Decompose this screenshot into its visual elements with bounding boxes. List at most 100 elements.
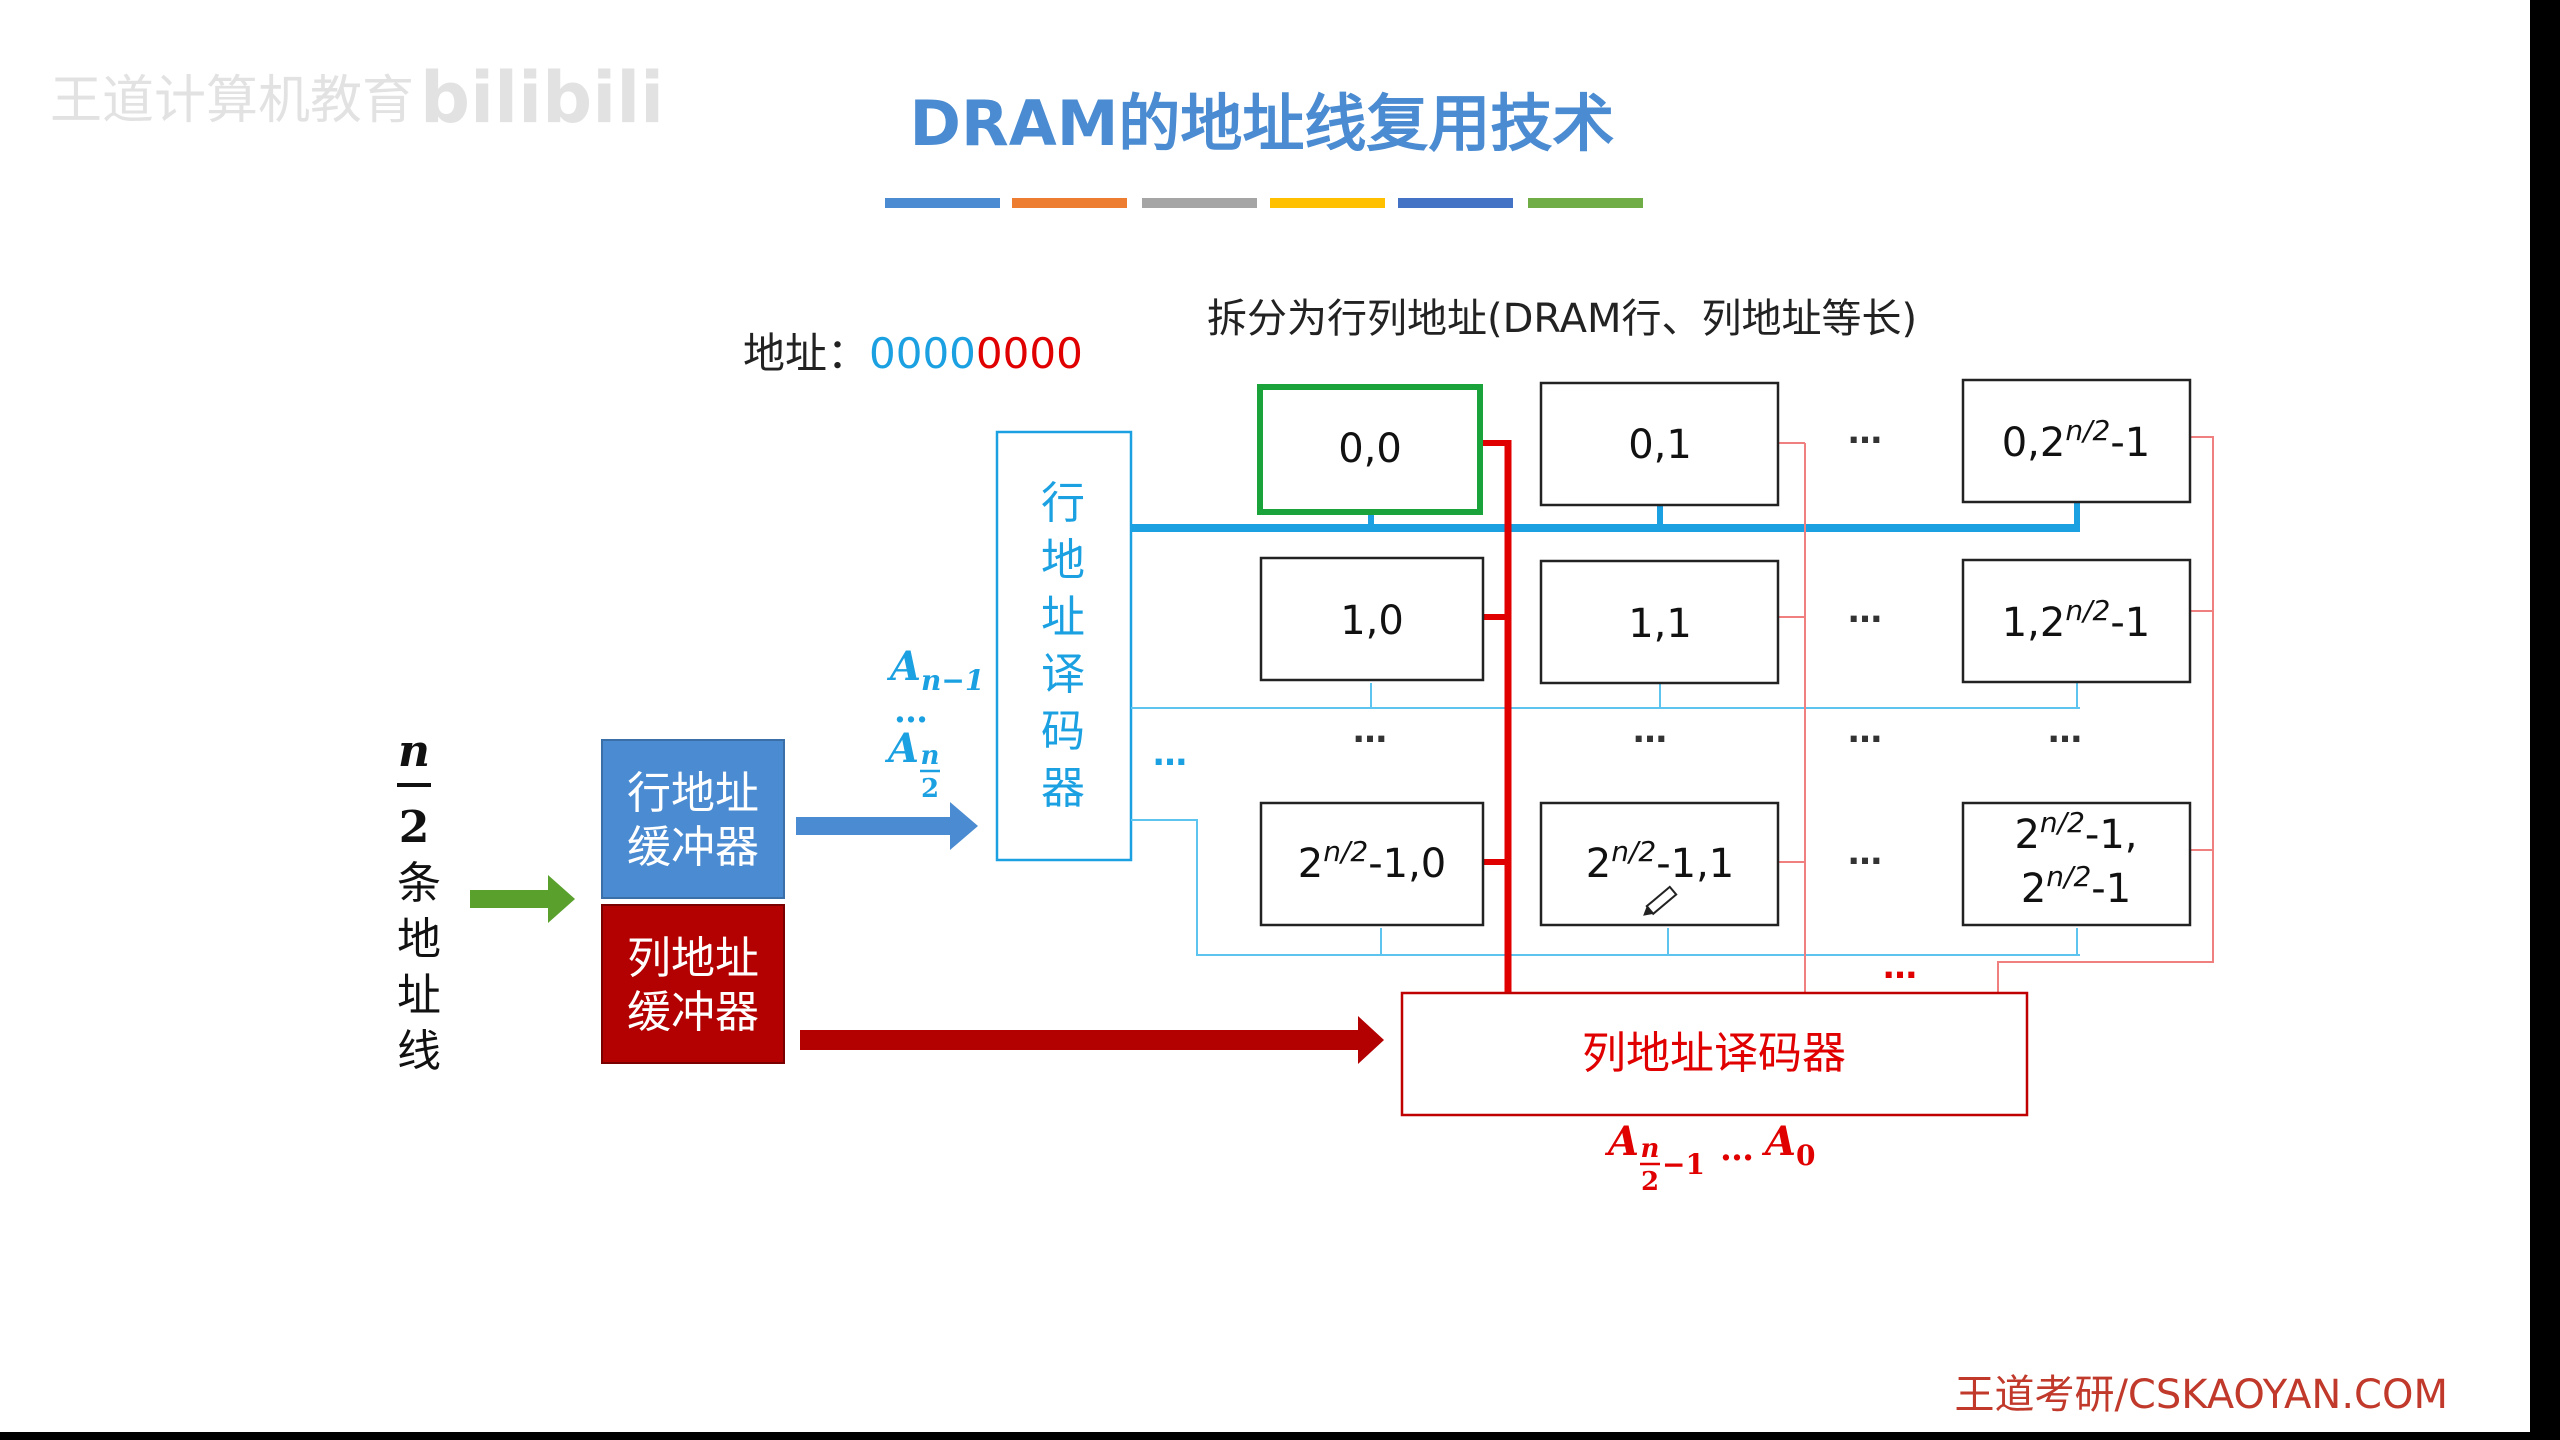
row-decoder-char: 址: [1041, 592, 1085, 643]
memory-cell[interactable]: [1961, 558, 2192, 684]
memory-cell-label: 1,2n/2-1: [2002, 594, 2151, 646]
title-bar-segment: [1398, 198, 1513, 208]
row-decoder-char: 地: [1041, 535, 1085, 586]
cell-prefix: 2: [2021, 866, 2046, 912]
address-lines-n: n: [398, 726, 430, 777]
title-bar-segment: [885, 198, 1000, 208]
memory-cell-selected[interactable]: [1257, 384, 1483, 515]
col-line-minus1: −1: [1662, 1148, 1705, 1181]
address-lines-char: 线: [397, 1026, 441, 1077]
cell-suffix: -1,: [2085, 812, 2138, 858]
row-select-lines: [1131, 502, 2080, 956]
row-line-frac-den: 2: [921, 774, 939, 804]
row-line-dots: …: [894, 691, 928, 731]
col-buffer-box: [601, 904, 785, 1064]
address-lines-char: 址: [397, 970, 441, 1021]
ellipsis: …: [1848, 833, 1882, 873]
cell-superscript: n/2: [2065, 594, 2110, 627]
address-lines-two: 2: [399, 802, 430, 853]
watermark-company: 王道计算机教育: [50, 71, 414, 131]
cell-suffix: -1,0: [1368, 841, 1446, 887]
address-high-bits: 0000: [869, 329, 976, 378]
title-bar-segment: [1528, 198, 1643, 208]
row-buffer-box: [601, 739, 785, 899]
cell-prefix: 2: [2014, 812, 2039, 858]
col-buffer-line1: 列地址: [627, 933, 759, 984]
memory-cell[interactable]: [1961, 801, 2192, 927]
cell-suffix: -1: [2110, 420, 2150, 466]
col-line-a0-a: A: [1761, 1118, 1796, 1165]
memory-cell-label: 0,2n/2-1: [2002, 414, 2151, 466]
row-buffer-arrow: [796, 802, 978, 850]
cell-suffix: -1: [2110, 600, 2150, 646]
column-address-buffer: 列地址 缓冲器: [601, 904, 785, 1064]
row-address-buffer: 行地址 缓冲器: [601, 739, 785, 899]
memory-cell[interactable]: [1539, 559, 1780, 685]
arrow-shaft: [796, 817, 952, 835]
memory-cell[interactable]: [1961, 378, 2192, 504]
pen-cursor-icon: [1643, 885, 1678, 916]
ellipsis: …: [2048, 711, 2082, 751]
row-buffer-line1: 行地址: [627, 768, 759, 819]
array-ellipses: … … … … … … …: [1353, 412, 2082, 873]
address-label: 地址：: [743, 329, 869, 378]
title-bar-segment: [1012, 198, 1127, 208]
arrow-head: [548, 875, 575, 923]
footer-brand: 王道考研/CSKAOYAN.COM: [1954, 1372, 2448, 1418]
memory-cell[interactable]: [1539, 381, 1780, 507]
row-decoder-char: 行: [1041, 478, 1085, 529]
col-line-last: [1997, 436, 2214, 993]
watermark: 王道计算机教育 bilibili: [50, 57, 664, 139]
col-line-dots: …: [1720, 1129, 1754, 1169]
memory-cell-label: 0,1: [1628, 422, 1692, 468]
cell-prefix: 2: [1298, 841, 1323, 887]
row-line-labels: An−1 … A n 2: [884, 643, 984, 804]
memory-cell-label: 2n/2-1: [2021, 860, 2131, 912]
cell-superscript: n/2: [2046, 860, 2091, 893]
arrow-head: [1358, 1016, 1384, 1064]
col-decoder-label: 列地址译码器: [1582, 1028, 1846, 1079]
memory-cell-label: 2n/2-1,0: [1298, 835, 1447, 887]
col-line-labels: A n 2 −1 … A0: [1604, 1118, 1816, 1197]
arrow-shaft: [470, 890, 550, 908]
row-line-bottom-a: A: [884, 725, 919, 772]
row-line-top-a: A: [886, 643, 921, 690]
cell-superscript: n/2: [2040, 806, 2085, 839]
ellipsis: …: [1848, 711, 1882, 751]
row-line-top-sub: n−1: [921, 664, 984, 697]
row-line-last: [1131, 819, 2080, 956]
arrow-shaft: [800, 1030, 1362, 1050]
row-decoder-char: 码: [1041, 706, 1085, 757]
col-decoder-box: [1400, 991, 2029, 1117]
memory-cell-array: 0,0 0,1 0,2n/2-1 1,0 1,1 1,2n/2-1 2n/2-1…: [1257, 378, 2192, 927]
address-lines-char: 地: [397, 914, 441, 965]
col-lines-ellipsis: …: [1883, 947, 1917, 987]
address-low-bits: 0000: [976, 329, 1083, 378]
row-line-frac-num: n: [921, 741, 940, 771]
row-address-decoder: 行 地 址 译 码 器: [995, 430, 1133, 862]
cell-prefix: 2: [1586, 841, 1611, 887]
arrow-head: [950, 802, 978, 850]
cell-superscript: n/2: [2065, 414, 2110, 447]
ellipsis: …: [1633, 711, 1667, 751]
cell-superscript: n/2: [1323, 835, 1368, 868]
column-select-lines: [1480, 436, 2214, 993]
cell-prefix: 0,2: [2002, 420, 2066, 466]
cell-superscript: n/2: [1611, 835, 1656, 868]
memory-cell[interactable]: [1259, 556, 1485, 682]
col-line-frac-den: 2: [1641, 1167, 1659, 1197]
memory-cell[interactable]: [1259, 801, 1485, 927]
row-decoder-char: 器: [1041, 763, 1085, 814]
ellipsis: …: [1353, 711, 1387, 751]
row-line-top: An−1: [886, 643, 984, 697]
split-caption: 拆分为行列地址(DRAM行、列地址等长): [1207, 296, 1917, 342]
col-buffer-arrow: [800, 1016, 1384, 1064]
ellipsis: …: [1848, 412, 1882, 452]
ellipsis: …: [1848, 591, 1882, 631]
memory-cell-label: 1,1: [1628, 601, 1692, 647]
column-address-decoder: 列地址译码器: [1400, 991, 2029, 1117]
row-decoder-char: 译: [1041, 649, 1085, 700]
row-lines-ellipsis: …: [1153, 734, 1187, 774]
